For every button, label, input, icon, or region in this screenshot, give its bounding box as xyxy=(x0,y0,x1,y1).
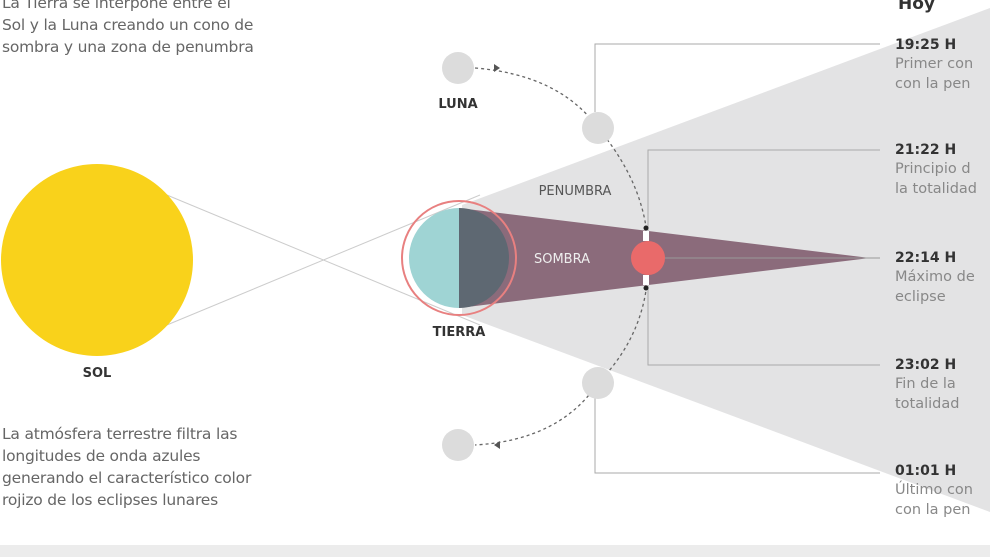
eclipsed-moon xyxy=(631,241,665,275)
event-desc: totalidad xyxy=(895,396,960,412)
event-desc: Principio d xyxy=(895,161,971,177)
penumbra-label: PENUMBRA xyxy=(539,184,612,199)
intro-line: La Tierra se interpone entre el xyxy=(2,0,231,12)
timeline-event: 23:02 H Fin de la totalidad xyxy=(895,356,990,414)
timeline-event: 19:25 H Primer con con la pen xyxy=(895,36,990,94)
event-desc: Fin de la xyxy=(895,376,956,392)
orbit-arrow-icon xyxy=(494,441,500,449)
event-time: 19:25 H xyxy=(895,37,957,53)
timeline-event: 01:01 H Último con con la pen xyxy=(895,462,990,520)
event-desc: Primer con xyxy=(895,56,974,72)
event-desc: eclipse xyxy=(895,289,946,305)
sun-ray xyxy=(149,187,481,326)
contact-dot xyxy=(643,285,649,291)
moon-label: LUNA xyxy=(438,97,477,112)
intro-line: sombra y una zona de penumbra xyxy=(2,38,254,56)
atmosphere-line: rojizo de los eclipses lunares xyxy=(2,491,218,509)
event-desc: con la pen xyxy=(895,502,971,518)
bracket-line xyxy=(647,285,880,366)
orbit-arrow-icon xyxy=(494,64,500,72)
intro-line: Sol y la Luna creando un cono de xyxy=(2,16,254,34)
intro-text: La Tierra se interpone entre el Sol y la… xyxy=(2,0,254,58)
umbra-label: SOMBRA xyxy=(534,252,590,267)
event-time: 21:22 H xyxy=(895,142,957,158)
event-desc: Máximo de xyxy=(895,269,975,285)
bottom-band xyxy=(0,545,990,557)
atmosphere-line: longitudes de onda azules xyxy=(2,447,201,465)
bracket-line xyxy=(594,43,880,112)
event-time: 22:14 H xyxy=(895,250,957,266)
contact-marker xyxy=(643,231,649,241)
atmosphere-line: generando el característico color xyxy=(2,469,252,487)
bracket-line xyxy=(594,398,880,474)
moon-position xyxy=(442,429,474,461)
bracket-line xyxy=(647,149,880,232)
earth-label: TIERRA xyxy=(433,325,486,340)
contact-dot xyxy=(643,225,649,231)
contact-marker xyxy=(643,275,649,285)
timeline-event: 22:14 H Máximo de eclipse xyxy=(895,249,990,307)
earth-day-side xyxy=(409,208,459,308)
event-desc: Último con xyxy=(895,482,973,498)
event-time: 23:02 H xyxy=(895,357,957,373)
timeline-title: Hoy xyxy=(898,0,935,14)
atmosphere-ring xyxy=(401,200,517,316)
sun-label: SOL xyxy=(83,366,112,381)
atmosphere-text: La atmósfera terrestre filtra las longit… xyxy=(2,423,251,511)
atmosphere-line: La atmósfera terrestre filtra las xyxy=(2,425,238,443)
event-time: 01:01 H xyxy=(895,463,957,479)
moon-position xyxy=(582,367,614,399)
earth-night-side xyxy=(459,208,509,308)
event-desc: la totalidad xyxy=(895,181,978,197)
sun-ray xyxy=(149,194,481,333)
sun xyxy=(1,164,193,356)
event-desc: con la pen xyxy=(895,76,971,92)
timeline-event: 21:22 H Principio d la totalidad xyxy=(895,141,990,199)
moon-position xyxy=(442,52,474,84)
moon-position xyxy=(582,112,614,144)
